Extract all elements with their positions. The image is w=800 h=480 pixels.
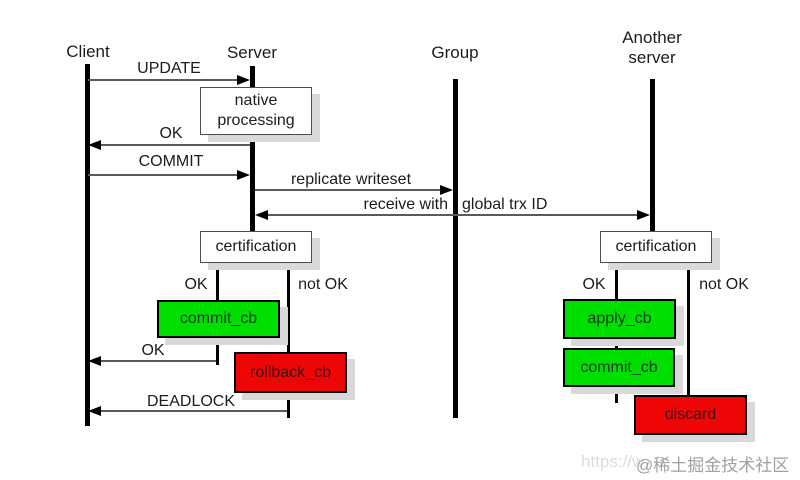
group-lifeline: [453, 79, 458, 418]
commit-arrowhead-icon: [237, 170, 250, 180]
replicate-writeset-message-label: replicate writeset: [290, 171, 412, 188]
server-notok-branch-label: not OK: [298, 276, 348, 293]
group-lifeline-label: Group: [431, 43, 479, 62]
discard-box: discard: [634, 395, 747, 435]
replicate-writeset-arrowhead-icon: [440, 185, 453, 195]
native-processing-box: native processing: [200, 87, 312, 135]
ok-native-arrow: [101, 144, 250, 146]
ok-return-message-label: OK: [141, 342, 165, 359]
watermark-community-text: @稀土掘金技术社区: [636, 456, 790, 475]
ok-return-arrowhead-icon: [88, 356, 101, 366]
commit-cb-box-another: commit_cb: [563, 348, 675, 387]
deadlock-message-label: DEADLOCK: [146, 393, 236, 410]
ok-native-arrowhead-icon: [88, 140, 101, 150]
receive-left-arrowhead-icon: [255, 210, 268, 220]
server-lifeline-label: Server: [226, 43, 278, 62]
server-lifeline: [250, 66, 255, 231]
another-server-lifeline-label: Another server: [622, 28, 682, 67]
commit-arrow: [88, 174, 237, 176]
global-trx-id-message-label: global trx ID: [462, 196, 548, 213]
receive-arrow: [268, 214, 637, 216]
another-ok-branch-label: OK: [582, 276, 606, 293]
commit-cb-box-server: commit_cb: [157, 300, 280, 338]
update-arrow: [88, 79, 237, 81]
watermark-url-fragment: https://w: [581, 452, 645, 471]
rollback-cb-box: rollback_cb: [234, 352, 347, 393]
ok-native-message-label: OK: [159, 125, 183, 142]
another-notok-branch-label: not OK: [699, 276, 749, 293]
client-lifeline-label: Client: [66, 42, 110, 61]
update-message-label: UPDATE: [137, 60, 201, 77]
commit-message-label: COMMIT: [138, 153, 204, 170]
update-arrowhead-icon: [237, 75, 250, 85]
apply-cb-box: apply_cb: [563, 299, 676, 339]
certification-box-another: certification: [600, 231, 712, 263]
deadlock-arrowhead-icon: [88, 406, 101, 416]
server-notok-branch-line: [287, 260, 290, 418]
ok-return-arrow: [101, 360, 216, 362]
replicate-writeset-arrow: [255, 189, 440, 191]
receive-with-message-label: receive with: [363, 196, 448, 213]
client-lifeline: [85, 64, 90, 426]
another-server-lifeline: [650, 79, 655, 231]
server-ok-branch-label: OK: [184, 276, 208, 293]
certification-box-server: certification: [200, 231, 312, 263]
receive-right-arrowhead-icon: [637, 210, 650, 220]
deadlock-arrow: [101, 410, 287, 412]
another-notok-branch-line: [687, 260, 690, 437]
